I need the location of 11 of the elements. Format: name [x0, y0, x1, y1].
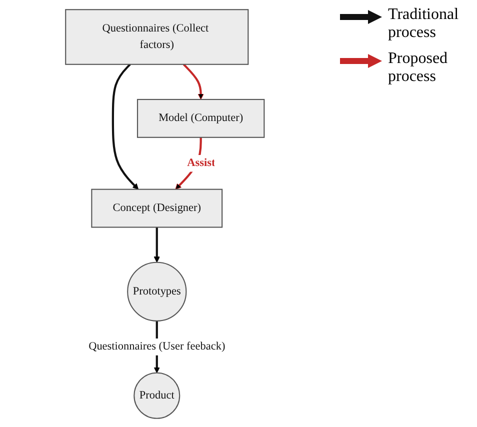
arrow — [112, 63, 139, 190]
node-box: Questionnaires (Collect factors) — [65, 8, 249, 64]
node-circle: Product — [134, 372, 180, 418]
arrow — [183, 63, 204, 100]
legend-label: Proposed process — [388, 50, 449, 86]
node-box: Model (Computer) — [137, 98, 265, 138]
node-box: Concept (Designer) — [91, 188, 223, 228]
legend-label: Traditional process — [388, 6, 460, 42]
edge-label: Questionnaires (User feeback) — [88, 340, 226, 352]
node-circle: Prototypes — [127, 261, 187, 321]
arrow — [154, 226, 160, 262]
